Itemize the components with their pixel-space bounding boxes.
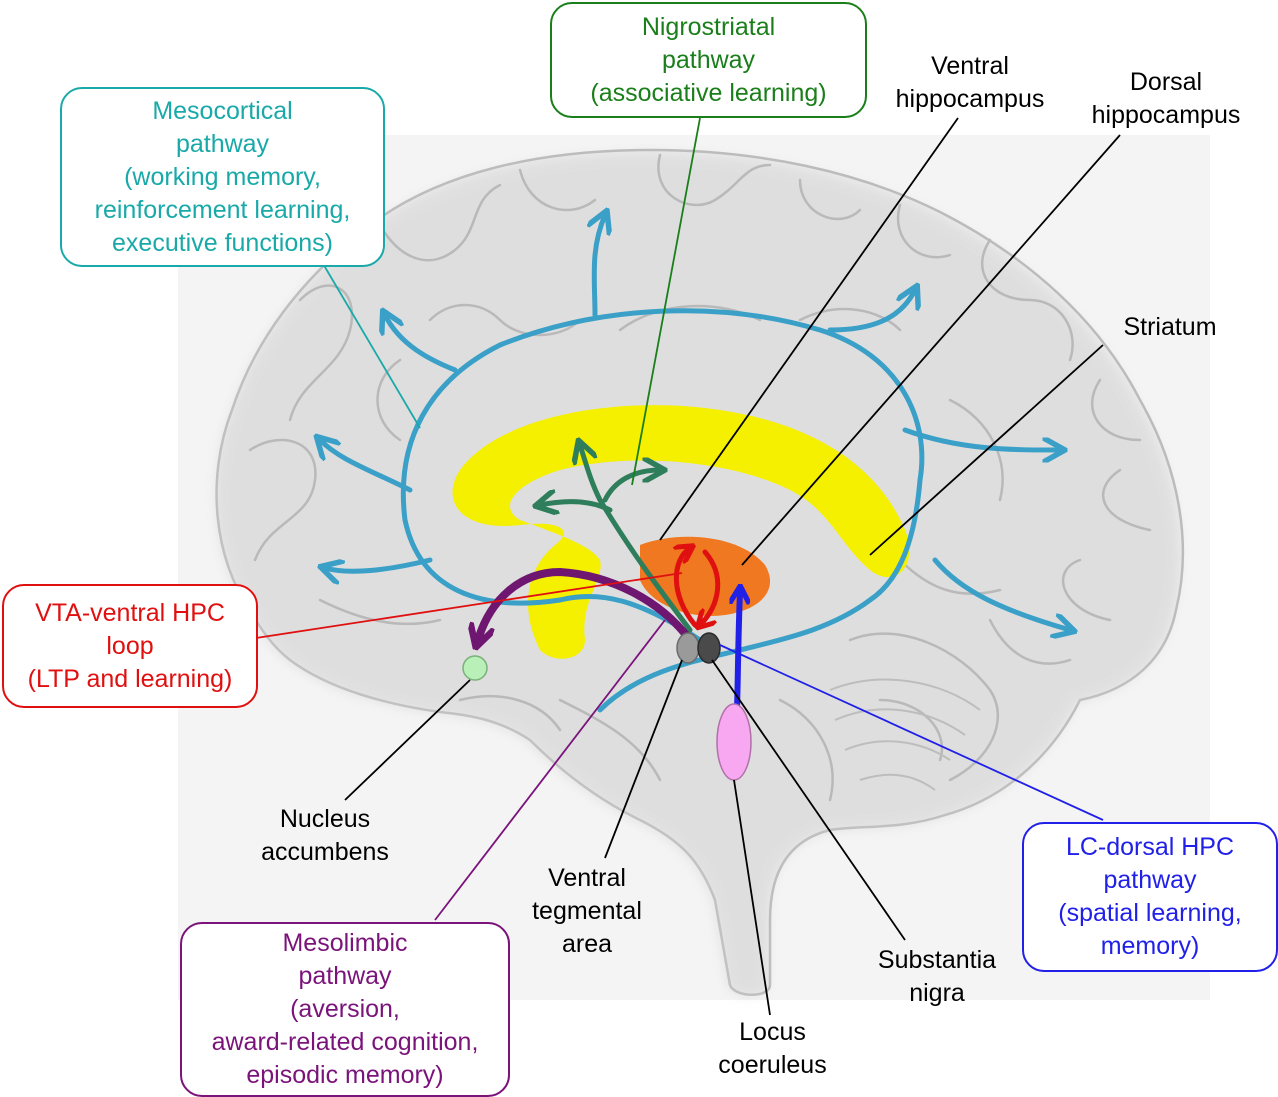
mesolimbic-line-4: award-related cognition, <box>182 1026 508 1059</box>
substantia-nigra-line-2: nigra <box>862 977 1012 1010</box>
mesocortical-line-4: reinforcement learning, <box>62 194 383 227</box>
nigrostriatal-line-2: pathway <box>552 44 865 77</box>
mesocortical-line-2: pathway <box>62 128 383 161</box>
ventral-hippocampus-line-1: Ventral <box>880 50 1060 83</box>
striatum-line-1: Striatum <box>1100 311 1240 344</box>
striatum-label: Striatum <box>1100 311 1240 344</box>
mesocortical-label-box: Mesocortical pathway (working memory, re… <box>60 87 385 267</box>
substantia-nigra-line-1: Substantia <box>862 944 1012 977</box>
locus-coeruleus-line-1: Locus <box>700 1016 845 1049</box>
vta-hpc-line-3: (LTP and learning) <box>4 663 256 696</box>
nigrostriatal-label-box: Nigrostriatal pathway (associative learn… <box>550 2 867 118</box>
nucleus-accumbens-label: Nucleus accumbens <box>250 803 400 869</box>
lc-hpc-pathway-arrow <box>737 592 740 708</box>
lc-hpc-line-4: memory) <box>1024 930 1276 963</box>
locus-coeruleus-line-2: coeruleus <box>700 1049 845 1082</box>
mesocortical-line-1: Mesocortical <box>62 95 383 128</box>
ventral-hippocampus-line-2: hippocampus <box>880 83 1060 116</box>
nucleus-accumbens-dot <box>463 656 487 680</box>
dorsal-hippocampus-line-1: Dorsal <box>1076 66 1256 99</box>
nigrostriatal-line-1: Nigrostriatal <box>552 11 865 44</box>
vta-hpc-line-2: loop <box>4 630 256 663</box>
mesolimbic-line-5: episodic memory) <box>182 1059 508 1092</box>
mesolimbic-line-3: (aversion, <box>182 993 508 1026</box>
locus-coeruleus-ellipse <box>717 704 751 780</box>
lc-hpc-line-3: (spatial learning, <box>1024 897 1276 930</box>
mesolimbic-line-2: pathway <box>182 960 508 993</box>
substantia-nigra-label: Substantia nigra <box>862 944 1012 1010</box>
lc-hpc-line-1: LC-dorsal HPC <box>1024 831 1276 864</box>
vta-label: Ventral tegmental area <box>517 862 657 961</box>
lc-hpc-label-box: LC-dorsal HPC pathway (spatial learning,… <box>1022 822 1278 972</box>
dorsal-hippocampus-line-2: hippocampus <box>1076 99 1256 132</box>
vta-line-2: tegmental <box>517 895 657 928</box>
vta-line-3: area <box>517 928 657 961</box>
vta-hpc-line-1: VTA-ventral HPC <box>4 597 256 630</box>
vta-hpc-label-box: VTA-ventral HPC loop (LTP and learning) <box>2 584 258 708</box>
locus-coeruleus-label: Locus coeruleus <box>700 1016 845 1082</box>
mesolimbic-line-1: Mesolimbic <box>182 927 508 960</box>
mesolimbic-label-box: Mesolimbic pathway (aversion, award-rela… <box>180 922 510 1097</box>
ventral-hippocampus-label: Ventral hippocampus <box>880 50 1060 116</box>
nigrostriatal-line-3: (associative learning) <box>552 77 865 110</box>
vta-dot <box>677 633 699 663</box>
substantia-nigra-dot <box>698 633 720 663</box>
dorsal-hippocampus-label: Dorsal hippocampus <box>1076 66 1256 132</box>
mesocortical-line-5: executive functions) <box>62 227 383 260</box>
lc-hpc-line-2: pathway <box>1024 864 1276 897</box>
nucleus-accumbens-line-2: accumbens <box>250 836 400 869</box>
nucleus-accumbens-line-1: Nucleus <box>250 803 400 836</box>
mesocortical-line-3: (working memory, <box>62 161 383 194</box>
vta-line-1: Ventral <box>517 862 657 895</box>
